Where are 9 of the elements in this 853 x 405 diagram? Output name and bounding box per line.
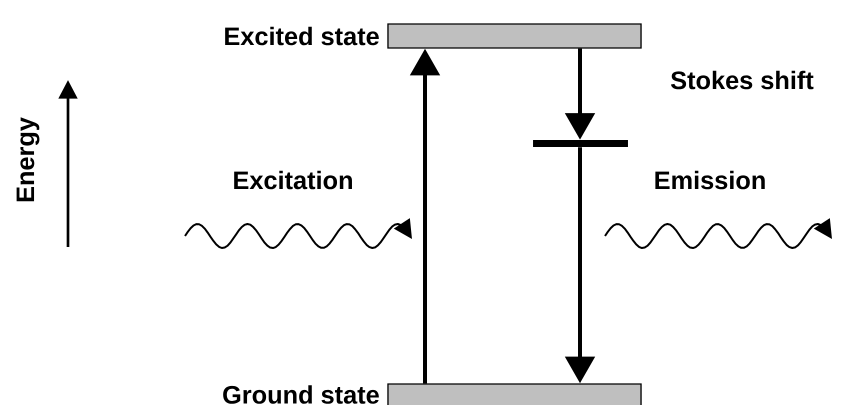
node-label: Excited state [225, 26, 379, 46]
energy-level: Ground state [223, 383, 642, 405]
label: Stokes shift [670, 70, 814, 90]
label: Emission [655, 170, 765, 190]
intermediate-level [533, 140, 628, 147]
energy-level: Excited state [225, 23, 642, 49]
label: Energy [16, 117, 40, 202]
node-label: Ground state [223, 385, 379, 404]
label: Excitation [234, 170, 352, 190]
